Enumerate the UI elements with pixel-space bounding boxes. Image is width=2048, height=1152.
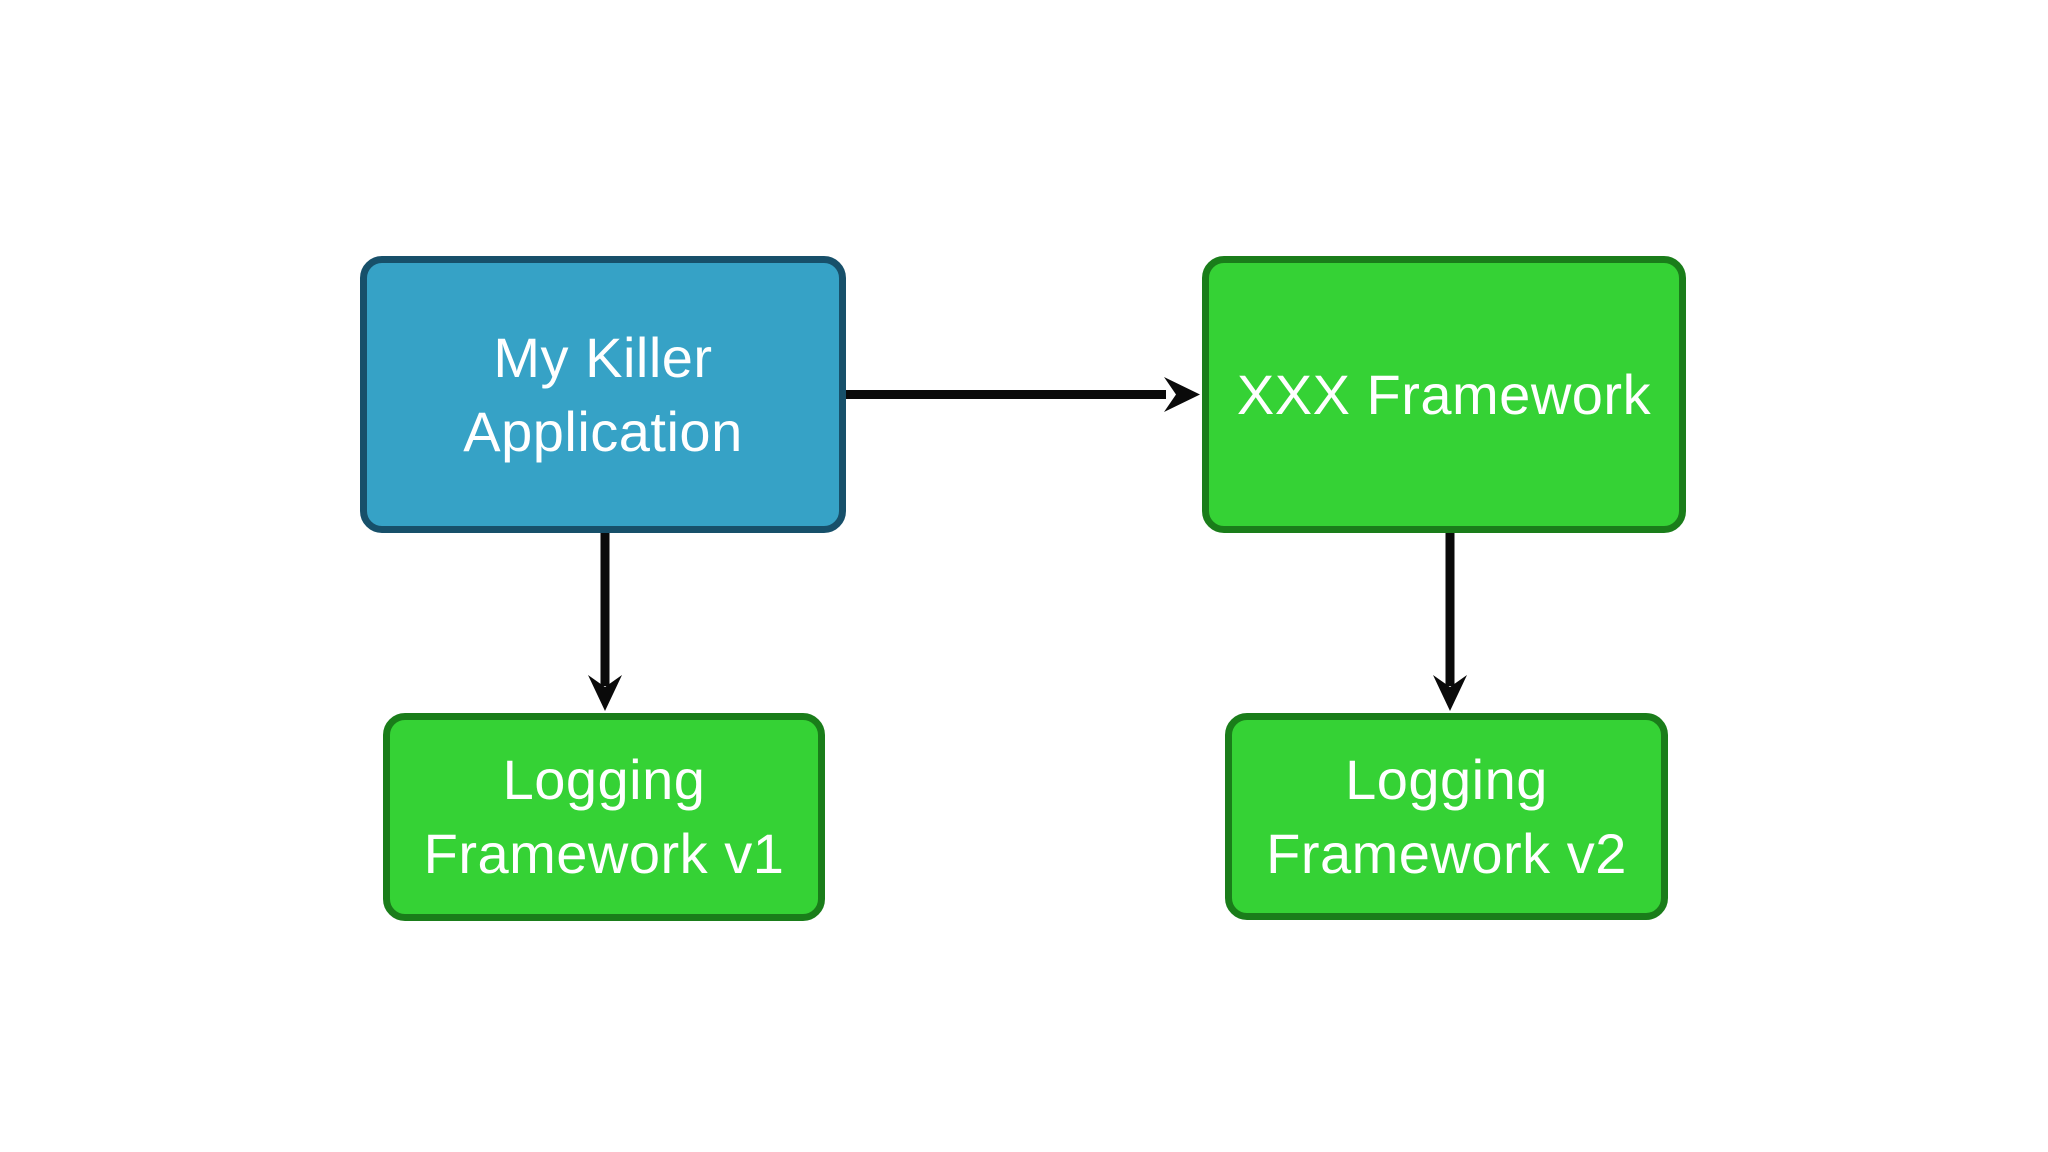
arrow-app-to-logging-v1 xyxy=(588,530,622,711)
arrow-framework-to-logging-v2 xyxy=(1433,530,1467,711)
node-my-killer-application-label: My Killer Application xyxy=(463,325,743,463)
node-xxx-framework: XXX Framework xyxy=(1202,256,1686,533)
node-xxx-framework-label: XXX Framework xyxy=(1236,362,1652,426)
node-logging-framework-v1: Logging Framework v1 xyxy=(383,713,825,921)
node-logging-framework-v1-label: Logging Framework v1 xyxy=(423,748,785,885)
node-logging-framework-v2-label: Logging Framework v2 xyxy=(1266,747,1627,885)
node-logging-framework-v2: Logging Framework v2 xyxy=(1225,713,1668,920)
node-my-killer-application: My Killer Application xyxy=(360,256,846,533)
arrow-app-to-framework xyxy=(844,377,1200,412)
